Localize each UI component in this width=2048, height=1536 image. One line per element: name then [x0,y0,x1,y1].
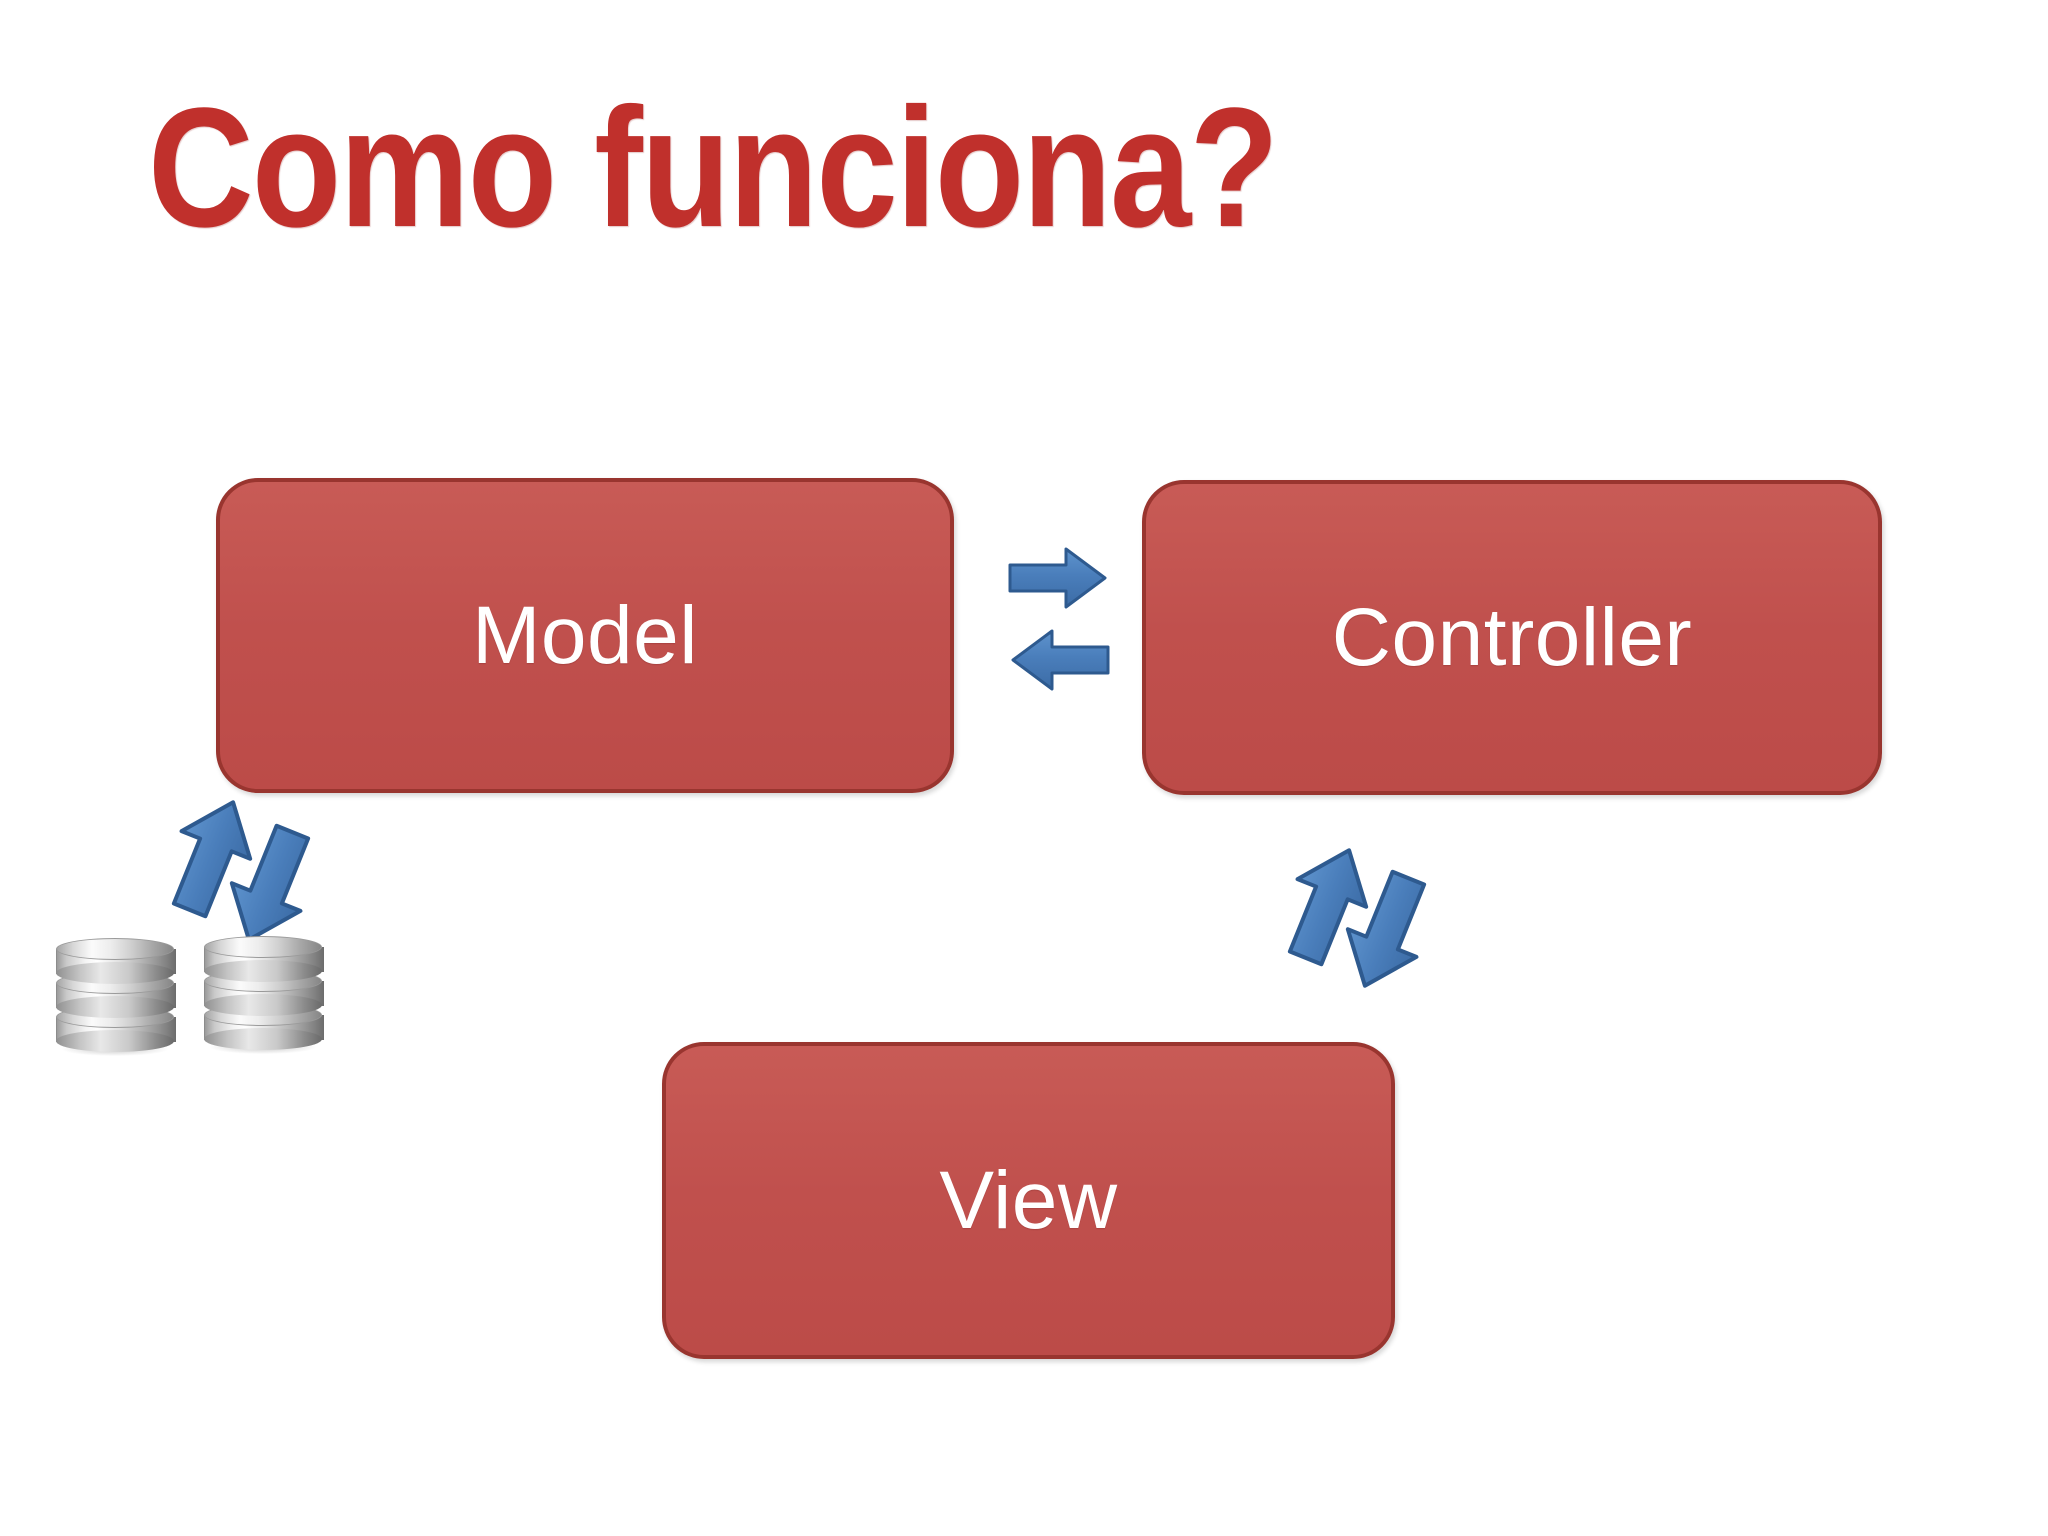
arrow-left-icon [1010,628,1110,692]
arrow-up-left-icon [156,792,266,922]
database-disc [56,938,176,984]
page-title: Como funciona? [148,73,1279,263]
diagram-box-model[interactable]: Model [216,478,954,793]
diagram-box-model-label: Model [472,589,698,681]
arrow-right-icon [1008,546,1108,610]
diagram-box-view-label: View [939,1154,1118,1246]
diagram-box-controller[interactable]: Controller [1142,480,1882,795]
arrow-down-right-icon [216,820,326,950]
diagram-box-view[interactable]: View [662,1042,1395,1359]
diagram-box-controller-label: Controller [1331,591,1693,683]
database-stack-icon [56,938,176,1056]
database-disc [204,936,324,982]
arrow-down-right-icon [1332,866,1442,996]
database-stack-icon [204,936,324,1054]
arrow-up-left-icon [1272,840,1382,970]
